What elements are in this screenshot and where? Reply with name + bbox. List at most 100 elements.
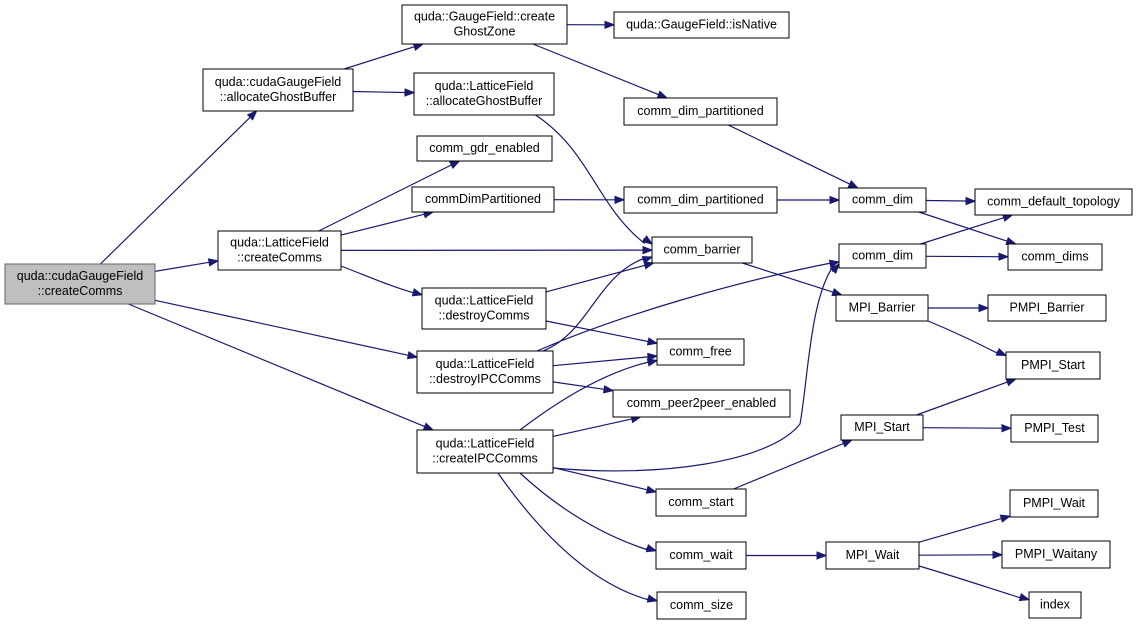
node-cdp2[interactable]: comm_dim_partitioned bbox=[623, 186, 778, 214]
arrowhead bbox=[646, 358, 659, 367]
node-comm_start[interactable]: comm_start bbox=[655, 488, 747, 517]
arrowhead bbox=[1001, 423, 1013, 433]
edge-cdp2-to-comm_dim1 bbox=[777, 195, 841, 205]
node-box bbox=[413, 72, 555, 116]
node-p2p[interactable]: comm_peer2peer_enabled bbox=[612, 389, 791, 418]
node-lf_destroy[interactable]: quda::LatticeField::destroyComms bbox=[421, 287, 547, 330]
arrowhead bbox=[404, 88, 416, 97]
node-label: comm_dims bbox=[1021, 250, 1088, 264]
call-nodes: quda::cudaGaugeField::createComms quda::c… bbox=[4, 4, 1133, 620]
node-label: comm_dim bbox=[852, 193, 913, 207]
node-comm_free[interactable]: comm_free bbox=[656, 338, 745, 366]
node-default_topo[interactable]: comm_default_topology bbox=[974, 188, 1133, 216]
edge-comm_start-to-mpi_start bbox=[733, 439, 854, 490]
node-pmpi_test[interactable]: PMPI_Test bbox=[1010, 414, 1099, 443]
node-comm_wait[interactable]: comm_wait bbox=[655, 541, 747, 570]
edge-comm_wait-to-mpi_wait bbox=[746, 551, 828, 560]
node-label: ::allocateGhostBuffer bbox=[426, 94, 543, 108]
arrowhead bbox=[992, 550, 1004, 560]
node-cdp_pub[interactable]: commDimPartitioned bbox=[411, 186, 555, 213]
call-edges bbox=[99, 20, 1031, 603]
arrowhead bbox=[646, 594, 659, 603]
node-box bbox=[217, 230, 342, 271]
arrowhead bbox=[1018, 592, 1031, 602]
node-mpi_wait[interactable]: MPI_Wait bbox=[825, 541, 920, 570]
node-pmpi_wait[interactable]: PMPI_Wait bbox=[1009, 489, 1099, 518]
node-label: ::createComms bbox=[38, 284, 123, 298]
edge-lf_destroy_ipc-to-barrier bbox=[542, 256, 654, 352]
edge-lf_destroy_ipc-to-p2p bbox=[552, 381, 615, 394]
node-box bbox=[416, 350, 554, 394]
node-box bbox=[974, 188, 1133, 216]
arrowhead bbox=[647, 352, 659, 362]
node-label: comm_dim_partitioned bbox=[637, 104, 763, 118]
node-box bbox=[1007, 243, 1103, 271]
node-gdr[interactable]: comm_gdr_enabled bbox=[416, 135, 553, 162]
edge-comm_dim2-to-comm_dims bbox=[925, 252, 1010, 261]
edge-mpi_barrier-to-pmpi_barrier bbox=[928, 303, 990, 313]
node-box bbox=[656, 338, 745, 366]
node-label: quda::LatticeField bbox=[436, 357, 535, 371]
arrowhead bbox=[978, 303, 990, 313]
arrowhead bbox=[641, 256, 654, 265]
node-box bbox=[623, 97, 778, 126]
node-label: GhostZone bbox=[454, 25, 516, 39]
node-label: comm_gdr_enabled bbox=[429, 141, 540, 155]
node-label: PMPI_Wait bbox=[1023, 496, 1086, 510]
edge-mpi_wait-to-index bbox=[918, 565, 1031, 602]
node-label: quda::LatticeField bbox=[436, 437, 535, 451]
node-lf_alloc[interactable]: quda::LatticeField::allocateGhostBuffer bbox=[413, 72, 555, 116]
node-box bbox=[1001, 540, 1111, 569]
node-gf_isnative[interactable]: quda::GaugeField::isNative bbox=[613, 11, 790, 39]
node-label: comm_default_topology bbox=[987, 195, 1120, 209]
node-box bbox=[416, 135, 553, 162]
node-label: quda::LatticeField bbox=[435, 294, 534, 308]
node-mpi_start[interactable]: MPI_Start bbox=[840, 414, 924, 441]
node-cdp1[interactable]: comm_dim_partitioned bbox=[623, 97, 778, 126]
arrowhead bbox=[646, 337, 659, 346]
arrowhead bbox=[406, 351, 419, 360]
node-box bbox=[1010, 414, 1099, 443]
node-label: comm_start bbox=[668, 495, 734, 509]
edge-lf_alloc-to-barrier bbox=[533, 113, 654, 245]
node-pmpi_start[interactable]: PMPI_Start bbox=[1005, 351, 1101, 380]
node-comm_dim1[interactable]: comm_dim bbox=[838, 187, 927, 213]
node-label: comm_peer2peer_enabled bbox=[627, 396, 776, 410]
arrowhead bbox=[641, 235, 654, 245]
edge-lf_create_ipc-to-p2p bbox=[552, 414, 642, 437]
node-label: MPI_Start bbox=[854, 420, 910, 434]
node-index[interactable]: index bbox=[1028, 591, 1082, 619]
node-barrier[interactable]: comm_barrier bbox=[651, 236, 753, 264]
node-box bbox=[623, 186, 778, 214]
node-label: quda::GaugeField::isNative bbox=[626, 18, 777, 32]
edge-cgf_alloc-to-lf_alloc bbox=[352, 88, 416, 97]
node-lf_create_ipc[interactable]: quda::LatticeField::createIPCComms bbox=[416, 429, 554, 474]
node-label: ::createIPCComms bbox=[432, 452, 538, 466]
edge-cdp1-to-comm_dim1 bbox=[728, 124, 860, 189]
node-comm_size[interactable]: comm_size bbox=[656, 591, 747, 620]
node-pmpi_barrier[interactable]: PMPI_Barrier bbox=[987, 294, 1107, 322]
node-pmpi_waitany[interactable]: PMPI_Waitany bbox=[1001, 540, 1111, 569]
arrowhead bbox=[645, 485, 658, 494]
node-comm_dims[interactable]: comm_dims bbox=[1007, 243, 1103, 271]
node-box bbox=[401, 4, 568, 45]
edge-mpi_barrier-to-pmpi_start bbox=[927, 320, 1008, 357]
node-lf_destroy_ipc[interactable]: quda::LatticeField::destroyIPCComms bbox=[416, 350, 554, 394]
arrowhead bbox=[449, 160, 461, 169]
node-box bbox=[4, 263, 156, 305]
edge-cgf_alloc-to-gf_create_ghost bbox=[344, 42, 425, 70]
node-root[interactable]: quda::cudaGaugeField::createComms bbox=[4, 263, 156, 305]
node-cgf_alloc[interactable]: quda::cudaGaugeField::allocateGhostBuffe… bbox=[202, 68, 354, 112]
edge-mpi_start-to-pmpi_test bbox=[922, 423, 1013, 433]
node-lf_create[interactable]: quda::LatticeField::createComms bbox=[217, 230, 342, 271]
arrowhead bbox=[816, 551, 828, 560]
node-box bbox=[825, 541, 920, 570]
node-label: commDimPartitioned bbox=[425, 192, 541, 206]
node-mpi_barrier[interactable]: MPI_Barrier bbox=[835, 294, 929, 322]
node-label: quda::GaugeField::create bbox=[414, 10, 555, 24]
node-label: comm_barrier bbox=[663, 243, 740, 257]
node-comm_dim2[interactable]: comm_dim bbox=[838, 243, 927, 269]
node-box bbox=[840, 414, 924, 441]
